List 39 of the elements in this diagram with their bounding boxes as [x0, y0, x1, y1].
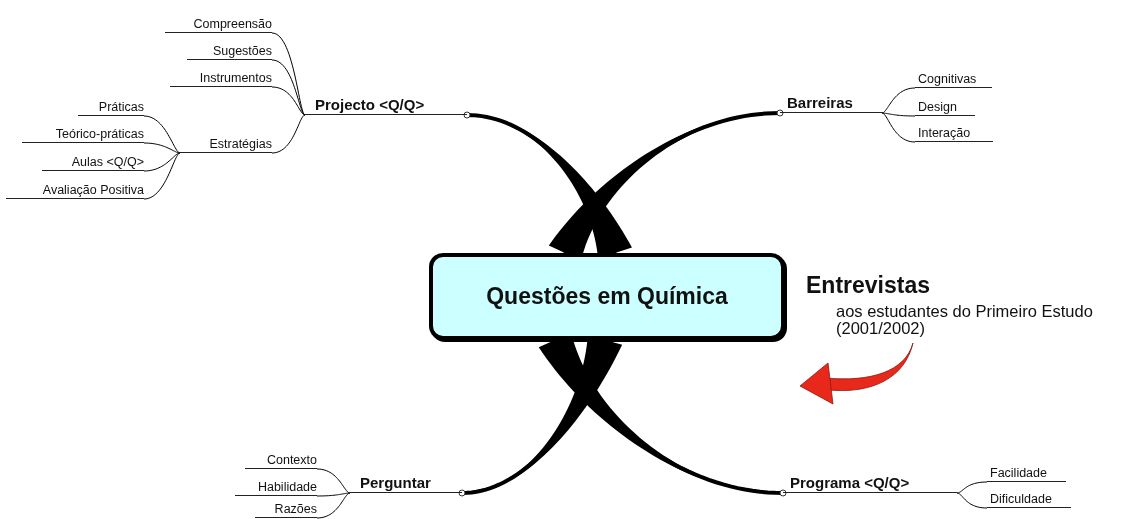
- branch-topic: Programa <Q/Q>: [783, 474, 957, 493]
- connector-line: [271, 32, 306, 116]
- connector-line: [143, 142, 181, 154]
- branch-topic: Projecto <Q/Q>: [305, 96, 467, 115]
- connector-line: [316, 468, 351, 494]
- subtopic: Estratégias: [180, 137, 272, 153]
- branch-topic: Barreiras: [780, 94, 882, 113]
- connector-line: [881, 87, 916, 114]
- connector-line: [271, 114, 306, 154]
- subtopic: Habilidade: [235, 480, 317, 496]
- subtopic: Aulas <Q/Q>: [42, 155, 144, 171]
- connector-line: [956, 481, 988, 494]
- subtopic: Razões: [255, 502, 317, 518]
- subtopic: Sugestões: [187, 44, 272, 60]
- connector-line: [271, 86, 306, 116]
- heading: Entrevistas: [806, 272, 930, 299]
- subheading: aos estudantes do Primeiro Estudo (2001/2002): [836, 303, 1094, 337]
- subtopic: Interação: [915, 126, 993, 142]
- subtopic: Instrumentos: [170, 71, 272, 87]
- central-topic-box: Questões em Química: [429, 253, 785, 340]
- connector-line: [143, 115, 181, 154]
- branch-topic: Perguntar: [350, 474, 462, 493]
- subtopic: Contexto: [245, 453, 317, 469]
- subtopic: Compreensão: [165, 17, 272, 33]
- connector-line: [143, 152, 181, 172]
- subtopic: Facilidade: [987, 466, 1066, 482]
- subtopic: Avaliação Positiva: [6, 183, 144, 199]
- connector-line: [956, 492, 988, 509]
- subtopic: Dificuldade: [987, 492, 1071, 508]
- connector-line: [316, 492, 351, 519]
- connector-line: [143, 152, 181, 200]
- subtopic: Práticas: [78, 100, 144, 116]
- subtopic: Cognitivas: [915, 72, 992, 88]
- connector-line: [271, 59, 306, 116]
- connector-line: [881, 112, 916, 143]
- subtopic: Design: [915, 100, 975, 116]
- connector-line: [881, 112, 916, 117]
- connector-line: [316, 492, 351, 497]
- subtopic: Teórico-práticas: [22, 127, 144, 143]
